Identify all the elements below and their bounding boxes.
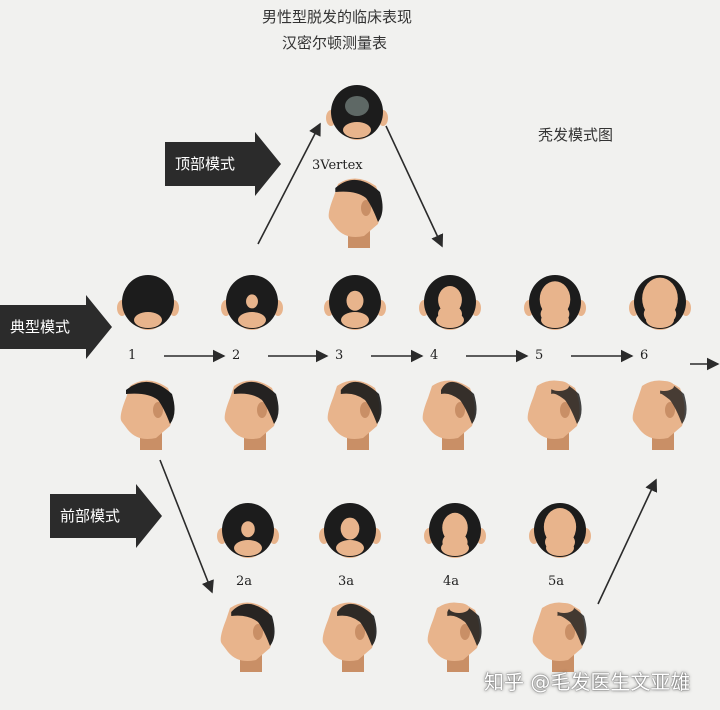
title-line-1: 男性型脱发的临床表现 bbox=[262, 8, 413, 26]
typical-tag-arrow-icon bbox=[86, 295, 112, 359]
typical-top-head-6 bbox=[629, 275, 691, 330]
typical-stage-label-1: 1 bbox=[128, 348, 137, 363]
typical-top-head-4 bbox=[419, 275, 481, 330]
watermark: 知乎 @毛发医生文亚雄 bbox=[484, 670, 691, 694]
title-line-2: 汉密尔顿测量表 bbox=[282, 34, 388, 52]
vertex-top-head bbox=[326, 85, 388, 140]
frontal-pattern-label: 前部模式 bbox=[50, 494, 136, 538]
typical-top-head-5 bbox=[524, 275, 586, 330]
typical-stage-label-3: 3 bbox=[335, 348, 344, 363]
frontal-top-head-2a bbox=[217, 503, 279, 558]
typical-side-head-3 bbox=[327, 380, 382, 450]
typical-side-head-5 bbox=[527, 380, 582, 450]
frontal-top-head-5a bbox=[529, 503, 591, 558]
vertex-side-head bbox=[328, 178, 383, 248]
frontal-up-arrow bbox=[597, 478, 658, 605]
frontal-stage-label-4a: 4a bbox=[443, 574, 460, 589]
typical-stage-label-4: 4 bbox=[430, 348, 439, 363]
frontal-tag-arrow-icon bbox=[136, 484, 162, 548]
frontal-top-head-4a bbox=[424, 503, 486, 558]
vertex-down-arrow bbox=[385, 125, 444, 248]
typical-side-head-1 bbox=[120, 380, 175, 450]
typical-stage-label-2: 2 bbox=[232, 348, 241, 363]
typical-stage-label-5: 5 bbox=[535, 348, 544, 363]
typical-stage-label-6: 6 bbox=[640, 348, 649, 363]
typical-side-head-2 bbox=[224, 380, 279, 450]
vertex-up-arrow bbox=[257, 122, 321, 245]
frontal-side-head-5a bbox=[532, 602, 587, 672]
vertex-tag-arrow-icon bbox=[255, 132, 281, 196]
frontal-top-head-3a bbox=[319, 503, 381, 558]
frontal-stage-label-2a: 2a bbox=[236, 574, 253, 589]
vertex-pattern-label: 顶部模式 bbox=[165, 142, 255, 186]
frontal-stage-label-3a: 3a bbox=[338, 574, 355, 589]
typical-top-head-1 bbox=[117, 275, 179, 330]
frontal-down-arrow bbox=[159, 459, 214, 594]
frontal-side-head-3a bbox=[322, 602, 377, 672]
typical-pattern-label: 典型模式 bbox=[0, 305, 86, 349]
frontal-stage-label-5a: 5a bbox=[548, 574, 565, 589]
vertex-stage-label: 3Vertex bbox=[312, 158, 363, 173]
typical-side-head-6 bbox=[632, 380, 687, 450]
typical-side-head-4 bbox=[422, 380, 477, 450]
typical-top-head-2 bbox=[221, 275, 283, 330]
frontal-side-head-4a bbox=[427, 602, 482, 672]
frontal-side-head-2a bbox=[220, 602, 275, 672]
diagram-subtitle: 秃发模式图 bbox=[538, 126, 614, 144]
typical-top-head-3 bbox=[324, 275, 386, 330]
